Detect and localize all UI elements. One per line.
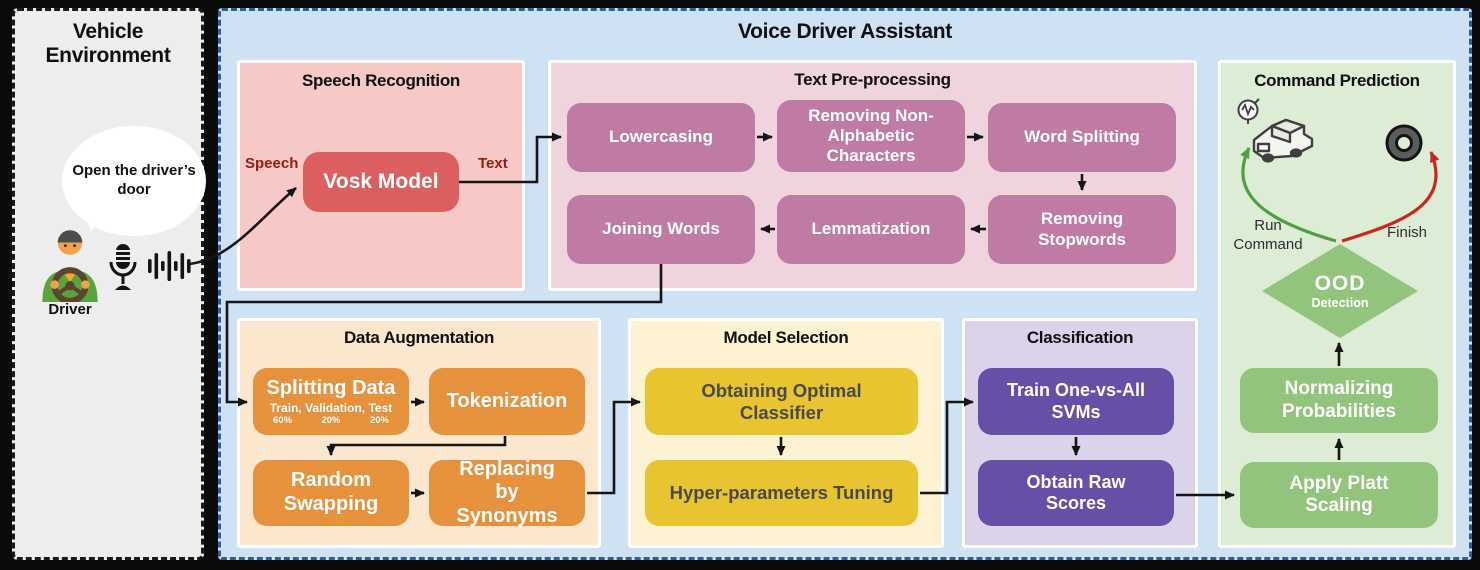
speech-io-label: Speech: [245, 155, 299, 172]
run-command-label: Run Command: [1233, 217, 1303, 253]
pct-test: 20%: [369, 414, 389, 426]
node-label: Lowercasing: [609, 127, 713, 147]
node-joining-words: Joining Words: [567, 195, 755, 264]
node-apply-platt-scaling: Apply Platt Scaling: [1240, 462, 1438, 528]
speech-bubble: Open the driver’s door: [62, 126, 206, 236]
voice-driver-assistant-title: Voice Driver Assistant: [738, 20, 952, 43]
node-normalizing-probabilities: Normalizing Probabilities: [1240, 368, 1438, 433]
splitting-data-pcts: 60% 20% 20%: [261, 415, 401, 426]
node-lemmatization: Lemmatization: [777, 195, 965, 264]
text-io-label: Text: [478, 155, 508, 172]
splitting-data-sub: Train, Validation, Test: [269, 400, 393, 415]
node-hyper-parameters-tuning: Hyper-parameters Tuning: [645, 460, 918, 526]
node-label: Replacing by Synonyms: [456, 457, 558, 527]
node-label: Tokenization: [446, 389, 568, 412]
node-label: Obtain Raw Scores: [1026, 471, 1126, 513]
ood-sub-label: Detection: [1311, 296, 1369, 310]
pct-train: 60%: [273, 414, 293, 426]
node-label: Removing Stopwords: [1038, 209, 1126, 249]
vehicle-environment-title: Vehicle Environment: [45, 20, 171, 68]
ood-label: OOD: [1314, 272, 1366, 295]
node-label: Joining Words: [602, 219, 720, 239]
node-lowercasing: Lowercasing: [567, 103, 755, 172]
node-label: Normalizing Probabilities: [1281, 378, 1397, 422]
node-label: Random Swapping: [283, 469, 379, 515]
node-label: Apply Platt Scaling: [1289, 472, 1389, 516]
text-preprocessing-title: Text Pre-processing: [794, 70, 951, 89]
node-label: Removing Non-Alphabetic Characters: [808, 105, 934, 166]
classification-title: Classification: [1026, 328, 1134, 347]
node-tokenization: Tokenization: [429, 368, 585, 435]
node-label: Train One-vs-All SVMs: [1006, 380, 1146, 422]
node-label: Lemmatization: [811, 219, 931, 239]
node-obtaining-optimal-classifier: Obtaining Optimal Classifier: [645, 368, 918, 435]
node-vosk-model-label: Vosk Model: [323, 169, 439, 193]
pct-validation: 20%: [321, 414, 341, 426]
command-prediction-title: Command Prediction: [1254, 71, 1420, 90]
driver-label: Driver: [48, 301, 92, 318]
node-train-one-vs-all-svms: Train One-vs-All SVMs: [978, 368, 1174, 435]
node-random-swapping: Random Swapping: [253, 460, 409, 526]
node-obtain-raw-scores: Obtain Raw Scores: [978, 460, 1174, 526]
node-replacing-by-synonyms: Replacing by Synonyms: [429, 457, 585, 527]
model-selection-title: Model Selection: [723, 328, 849, 347]
node-splitting-data: Splitting Data Train, Validation, Test 6…: [253, 368, 409, 435]
node-removing-stopwords: Removing Stopwords: [988, 195, 1176, 264]
node-label: Word Splitting: [1024, 127, 1140, 147]
node-removing-non-alphabetic: Removing Non-Alphabetic Characters: [777, 100, 965, 172]
data-augmentation-title: Data Augmentation: [343, 328, 495, 347]
node-label: Hyper-parameters Tuning: [669, 482, 894, 504]
node-vosk-model: Vosk Model: [303, 152, 459, 212]
finish-label: Finish: [1386, 224, 1427, 241]
speech-recognition-title: Speech Recognition: [301, 71, 460, 90]
node-word-splitting: Word Splitting: [988, 103, 1176, 172]
splitting-data-label: Splitting Data: [266, 377, 396, 400]
node-label: Obtaining Optimal Classifier: [701, 379, 862, 423]
vehicle-environment-panel: [12, 8, 204, 560]
